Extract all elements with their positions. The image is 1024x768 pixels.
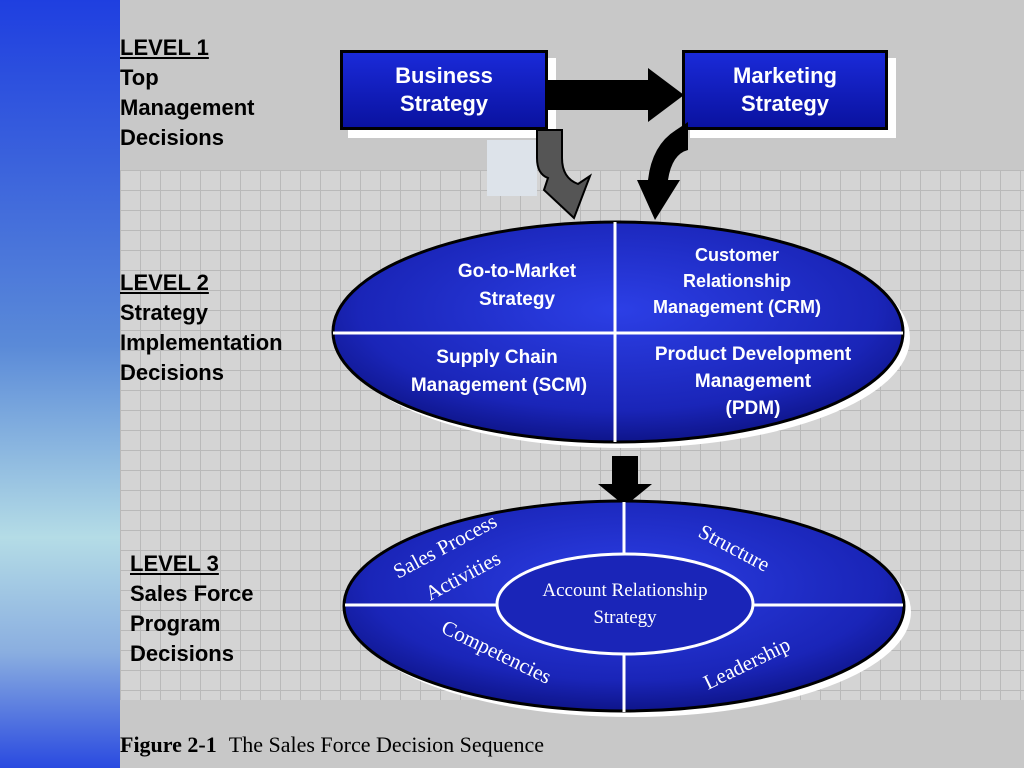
down-arrow-icon: [598, 456, 652, 506]
level-1-line-2: Management: [120, 95, 255, 120]
figure-number: Figure 2-1: [120, 732, 217, 757]
level-1-label: LEVEL 1 Top Management Decisions: [120, 33, 254, 153]
l2-bl-line-1: Supply Chain: [436, 347, 557, 368]
l2-br-line-2: Management: [695, 371, 812, 392]
level-3-line-2: Program: [130, 611, 221, 636]
marketing-strategy-box: Marketing Strategy: [682, 50, 888, 130]
level-2-title: LEVEL 2: [120, 270, 209, 295]
left-gradient-bar: [0, 0, 120, 768]
business-strategy-box: Business Strategy: [340, 50, 548, 130]
level-2-line-3: Decisions: [120, 360, 224, 385]
level-3-line-1: Sales Force: [130, 581, 254, 606]
l2-bl-line-2: Management (SCM): [411, 375, 587, 396]
level-2-line-1: Strategy: [120, 300, 209, 325]
gray-curved-arrow-icon: [536, 129, 593, 220]
level-1-line-1: Top: [120, 65, 159, 90]
l2-tr-line-2: Relationship: [683, 271, 791, 291]
l3-center-line-2: Strategy: [593, 607, 657, 628]
level-2-label: LEVEL 2 Strategy Implementation Decision…: [120, 268, 283, 388]
level-3-title: LEVEL 3: [130, 551, 219, 576]
business-box-line-2: Strategy: [399, 91, 489, 116]
l2-tr-line-3: Management (CRM): [653, 297, 821, 317]
right-arrow-icon: [548, 68, 684, 122]
business-box-line-1: Business: [395, 63, 493, 88]
level-1-title: LEVEL 1: [120, 35, 209, 60]
figure-caption: Figure 2-1 The Sales Force Decision Seque…: [120, 732, 544, 758]
level2-labels: Go-to-Market Strategy Customer Relations…: [411, 245, 852, 419]
l2-tl-line-2: Strategy: [479, 289, 555, 310]
level-1-line-3: Decisions: [120, 125, 224, 150]
l2-br-line-3: (PDM): [726, 398, 781, 419]
level3-center-labels: Account Relationship Strategy: [542, 580, 707, 628]
level-3-line-3: Decisions: [130, 641, 234, 666]
level-3-label: LEVEL 3 Sales Force Program Decisions: [130, 549, 254, 669]
l2-tr-line-1: Customer: [695, 245, 779, 265]
l2-br-line-1: Product Development: [655, 344, 852, 365]
level3-center-ellipse: [495, 552, 755, 656]
l3-center-line-1: Account Relationship: [542, 580, 707, 601]
figure-title: The Sales Force Decision Sequence: [228, 732, 544, 757]
level-2-line-2: Implementation: [120, 330, 283, 355]
light-patch: [487, 140, 537, 196]
marketing-box-line-1: Marketing: [733, 63, 837, 88]
marketing-box-line-2: Strategy: [740, 91, 830, 116]
black-curved-arrow-icon: [637, 122, 688, 220]
l2-tl-line-1: Go-to-Market: [458, 261, 577, 282]
